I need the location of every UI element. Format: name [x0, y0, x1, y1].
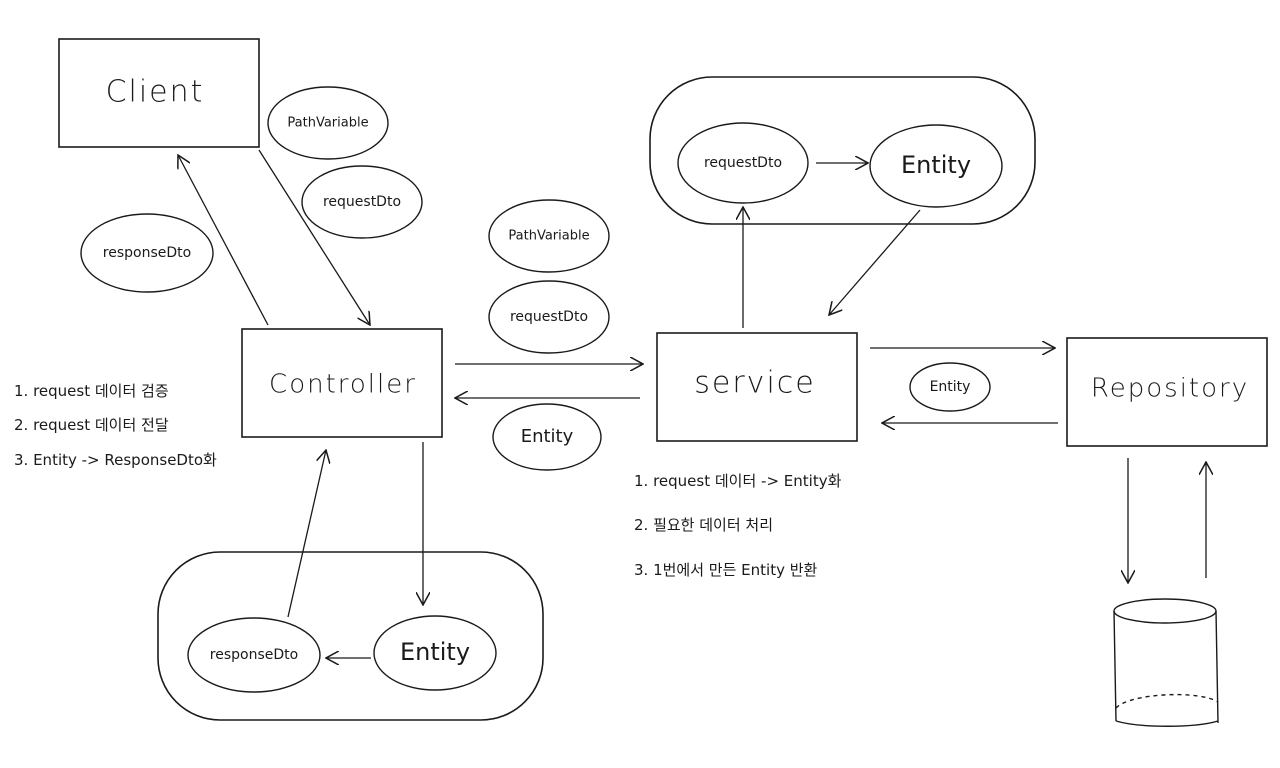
service-box	[656, 332, 858, 442]
service-note-1: 1. request 데이터 -> Entity화	[634, 472, 842, 490]
database-icon	[1113, 598, 1219, 727]
controller-box	[241, 328, 443, 438]
svc-requestdto-label: requestDto	[704, 155, 782, 171]
mid-requestdto-oval	[488, 280, 610, 354]
client-requestdto-oval	[301, 165, 423, 239]
client-pathvariable-label: PathVariable	[287, 116, 368, 131]
ctrl-entity-oval	[373, 615, 497, 691]
mid-entity-label: Entity	[521, 426, 574, 447]
ctrl-responsedto-oval	[187, 617, 321, 693]
service-label: service	[694, 366, 815, 401]
arrow-client-to-controller	[258, 149, 370, 325]
svc-entity-oval	[869, 124, 1003, 208]
repository-label: Repository	[1091, 374, 1249, 404]
service-transform-group	[649, 76, 1036, 225]
svc-requestdto-oval	[677, 122, 809, 204]
svc-entity-label: Entity	[901, 151, 971, 179]
service-note-3: 3. 1번에서 만든 Entity 반환	[634, 561, 818, 579]
arrow-responsedto-to-controller	[287, 450, 326, 618]
repo-entity-oval	[909, 362, 991, 412]
client-responsedto-oval	[80, 213, 214, 293]
mid-entity-oval	[492, 403, 602, 471]
client-requestdto-label: requestDto	[323, 194, 401, 210]
mid-pathvariable-label: PathVariable	[508, 229, 589, 244]
arrow-controller-to-client	[178, 155, 269, 326]
controller-note-3: 3. Entity -> ResponseDto화	[14, 451, 217, 469]
ctrl-responsedto-label: responseDto	[210, 647, 298, 663]
client-responsedto-label: responseDto	[103, 245, 191, 261]
ctrl-entity-label: Entity	[400, 638, 470, 666]
client-pathvariable-oval	[267, 86, 389, 160]
repo-entity-label: Entity	[930, 379, 971, 395]
service-note-2: 2. 필요한 데이터 처리	[634, 516, 774, 534]
client-box	[58, 38, 260, 148]
mid-requestdto-label: requestDto	[510, 309, 588, 325]
repository-box	[1066, 337, 1268, 447]
controller-note-2: 2. request 데이터 전달	[14, 416, 169, 434]
controller-transform-group	[157, 551, 544, 721]
controller-note-1: 1. request 데이터 검증	[14, 382, 169, 400]
controller-label: Controller	[269, 370, 417, 400]
mid-pathvariable-oval	[488, 199, 610, 273]
client-label: Client	[106, 75, 205, 110]
arrow-entity-to-service	[829, 209, 921, 315]
